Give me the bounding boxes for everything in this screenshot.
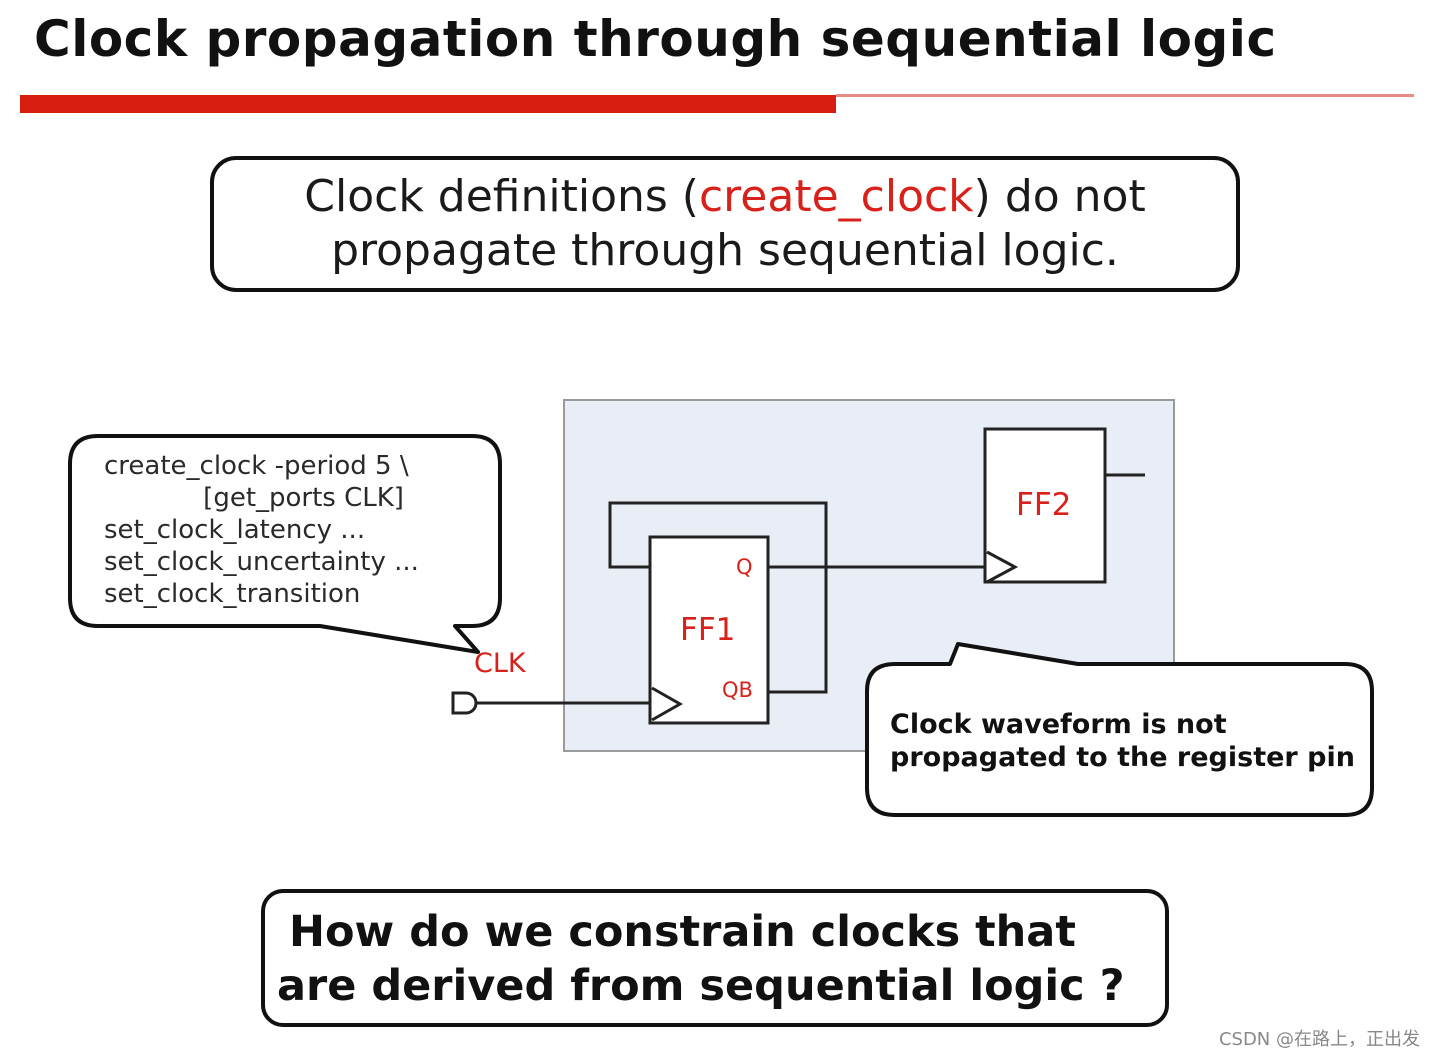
qb-pin-label: QB [722,678,753,702]
top-statement-prefix: Clock definitions ( [304,171,699,222]
cmd-line-3: set_clock_latency ... [104,515,366,545]
note-line-1: Clock waveform is not [890,709,1227,740]
cmd-line-4: set_clock_uncertainty ... [104,547,419,577]
command-callout-bubble [68,434,502,654]
ff1-label: FF1 [680,612,736,648]
clk-port-icon [451,691,478,715]
title-underline-thick [20,95,836,113]
question-box: How do we constrain clocks that are deri… [261,889,1169,1027]
title-underline-thin [836,94,1414,97]
cmd-line-2: [get_ports CLK] [104,483,404,513]
ff2-clock-triangle [986,550,1019,584]
qb-feedback-wire [608,501,828,694]
top-statement-line2: propagate through sequential logic. [331,225,1119,276]
note-callout-text: Clock waveform is not propagated to the … [890,708,1355,774]
watermark: CSDN @在路上，正出发 [1218,1029,1420,1050]
clk-port-label: CLK [474,648,526,679]
question-line-2: are derived from sequential logic ? [277,961,1125,1011]
top-statement-line1: Clock definitions (create_clock) do not [304,170,1145,224]
ff1-block [648,535,770,725]
q-pin-label: Q [736,555,753,579]
create-clock-highlight: create_clock [698,171,974,222]
ff2-label: FF2 [1016,487,1072,523]
cmd-line-5: set_clock_transition [104,579,361,609]
command-callout-text: create_clock -period 5 \ [get_ports CLK]… [104,450,419,610]
ff1-clock-triangle [651,686,684,722]
note-callout-bubble [865,642,1374,817]
top-statement-suffix: ) do not [973,171,1146,222]
note-line-2: propagated to the register pin [890,742,1355,773]
cmd-line-1: create_clock -period 5 \ [104,451,409,481]
top-statement-box: Clock definitions (create_clock) do not … [210,156,1240,292]
ff2-block [983,427,1107,584]
slide-title: Clock propagation through sequential log… [34,10,1277,68]
question-line-1: How do we constrain clocks that [289,907,1076,957]
